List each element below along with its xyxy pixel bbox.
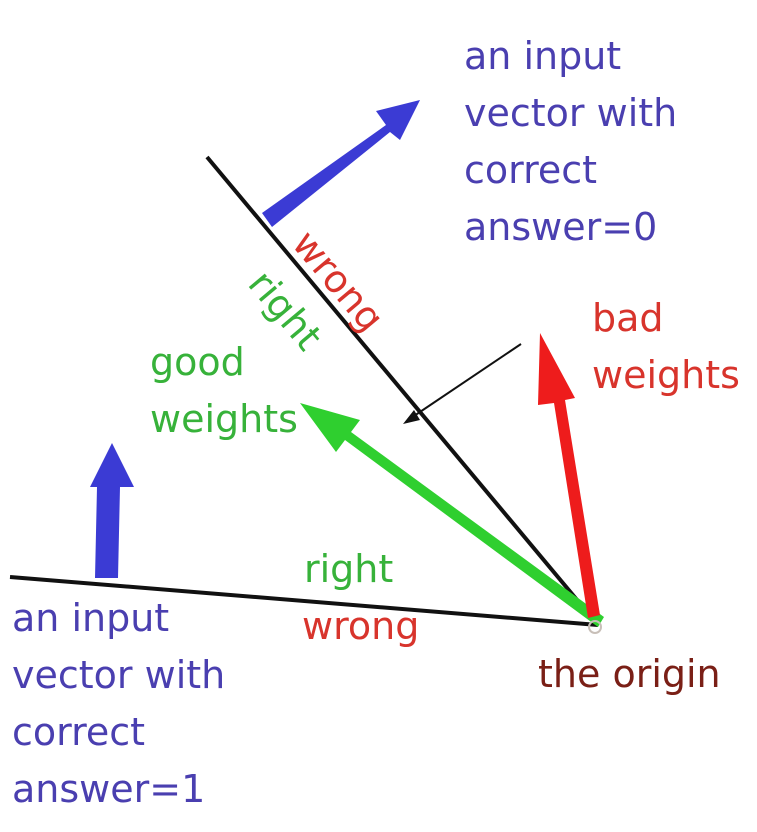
input-vector-arrow-bottom — [90, 443, 134, 578]
good-weights-line-2: weights — [150, 397, 298, 441]
plane-line-diagonal — [205, 155, 600, 627]
top-input-label: an input vector with correct answer=0 — [464, 28, 677, 256]
good-weights-label: good weights — [150, 334, 298, 448]
origin-point — [588, 620, 602, 634]
top-input-line-1: an input — [464, 34, 622, 78]
good-weights-arrow — [300, 403, 604, 627]
top-input-line-2: vector with — [464, 91, 678, 135]
bad-weights-line-1: bad — [592, 296, 664, 340]
bottom-input-line-4: answer=1 — [12, 767, 206, 811]
plane-line-horizontal — [9, 575, 599, 627]
bad-weights-line-2: weights — [592, 353, 740, 397]
pointer-arrow-line — [410, 343, 522, 419]
bottom-input-line-3: correct — [12, 710, 146, 754]
pointer-arrow-head — [403, 410, 420, 424]
origin-label: the origin — [538, 652, 721, 696]
top-input-line-3: correct — [464, 148, 598, 192]
bottom-input-line-1: an input — [12, 596, 170, 640]
horizontal-wrong-label: wrong — [302, 604, 420, 648]
bad-weights-label: bad weights — [592, 290, 740, 404]
input-vector-arrow-top — [262, 100, 420, 227]
horizontal-right-label: right — [304, 547, 394, 591]
bad-weights-arrow — [538, 333, 600, 618]
top-input-line-4: answer=0 — [464, 205, 658, 249]
good-weights-line-1: good — [150, 340, 245, 384]
bottom-input-line-2: vector with — [12, 653, 226, 697]
bottom-input-label: an input vector with correct answer=1 — [12, 590, 225, 818]
